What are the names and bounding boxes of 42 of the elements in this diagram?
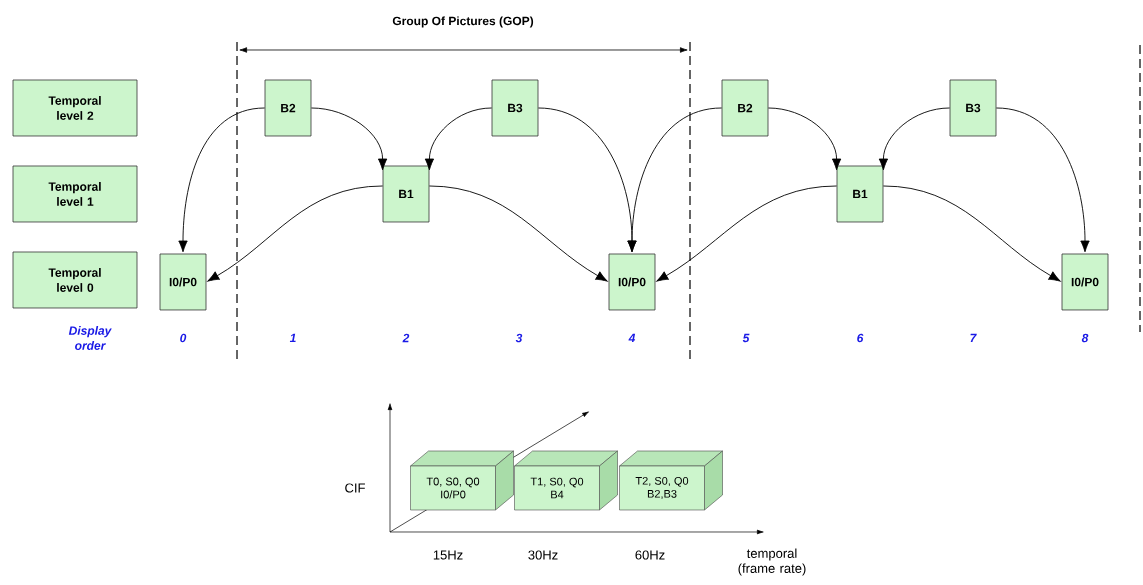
arrow [627,107,723,253]
axis-label: temporal (frame rate) [738,548,806,576]
arrow [767,107,842,171]
order-number: 1 [289,333,296,343]
order-number: 7 [970,333,977,343]
layer-cube: T0, S0, Q0 I0/P0 [410,450,514,511]
level-box: Temporal level 2 [12,79,138,137]
order-number: 3 [515,333,523,343]
tick-label: 60Hz [635,550,665,560]
arrow [310,107,388,171]
order-number: 0 [180,333,187,343]
arrow [178,107,266,253]
layer-cube: T1, S0, Q0 B4 [514,450,618,511]
frame-box: B3 [949,79,997,137]
layer-cube: T2, S0, Q0 B2,B3 [619,450,723,511]
arrow [995,107,1090,253]
frame-box: I0/P0 [1061,253,1109,311]
arrow [207,185,384,282]
frame-box: I0/P0 [608,253,656,311]
frame-box: I0/P0 [159,253,207,311]
frame-box: B2 [264,79,312,137]
frame-box: B2 [721,79,769,137]
arrow [424,107,493,171]
order-number: 8 [1081,333,1089,343]
tick-label: 15Hz [433,550,463,560]
frame-box: B3 [491,79,539,137]
axis-label: CIF [345,483,365,493]
order-number: 4 [628,333,636,343]
order-number: 2 [402,333,410,343]
arrow [882,185,1061,282]
level-box: Temporal level 0 [12,251,138,309]
order-number: 5 [742,333,750,343]
arrow [428,185,608,282]
axis-title: Display order [68,326,112,350]
heading: Group Of Pictures (GOP) [392,16,534,28]
order-number: 6 [857,333,864,343]
frame-box: B1 [836,165,884,223]
level-box: Temporal level 1 [12,165,138,223]
arrow [878,107,951,171]
frame-box: B1 [382,165,430,223]
tick-label: 30Hz [528,550,558,560]
arrow [656,185,838,282]
